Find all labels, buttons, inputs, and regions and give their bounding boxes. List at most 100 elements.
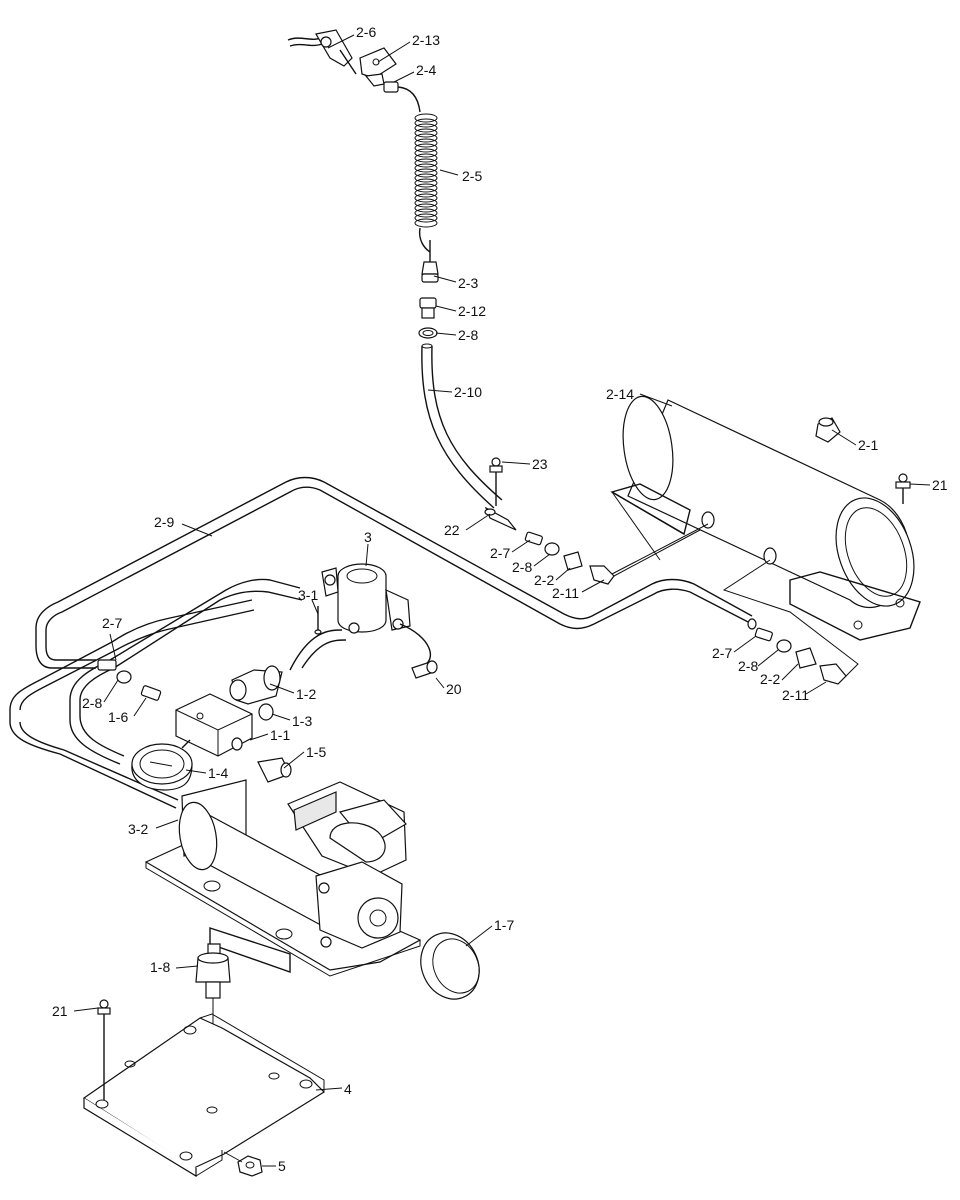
fitting-upper-2-7: [524, 531, 543, 546]
label-23: 23: [532, 456, 548, 472]
adapter-lower-2-2: [795, 647, 817, 669]
coil-loop: [414, 208, 438, 218]
tank-bolt-right: [895, 473, 911, 504]
coil-loop: [414, 143, 438, 153]
leader-lines: [73, 34, 931, 1167]
nipple-1-6: [140, 685, 162, 701]
label-2-9: 2-9: [154, 514, 174, 530]
label-2-5: 2-5: [462, 168, 482, 184]
compressor-head: [287, 781, 407, 949]
adapter-upper-2-2: [563, 551, 583, 571]
label-20: 20: [446, 681, 462, 697]
hose-fitting-top: [383, 81, 421, 113]
check-valve-1-5: [257, 757, 292, 783]
label-2-4: 2-4: [416, 62, 436, 78]
air-filter: [420, 932, 480, 1000]
manifold-block: [175, 693, 253, 757]
clamp-left-2-8: [116, 670, 132, 684]
coil-loop: [414, 138, 438, 148]
label-2-6: 2-6: [356, 24, 376, 40]
label-1-8: 1-8: [150, 959, 170, 975]
coil-loop: [414, 133, 438, 143]
air-chuck: [287, 29, 357, 75]
label-2-8-left: 2-8: [82, 695, 102, 711]
label-2-8-upper: 2-8: [512, 559, 532, 575]
label-2-2-upper: 2-2: [534, 572, 554, 588]
coil-loop: [414, 123, 438, 133]
label-2-11-lower: 2-11: [782, 687, 809, 703]
label-2-12: 2-12: [458, 303, 486, 319]
elbow-upper-2-11: [589, 565, 615, 585]
tank-drain-plug: [815, 417, 841, 443]
label-1-2: 1-2: [296, 686, 316, 702]
straight-hose: [421, 343, 503, 509]
coil-loop: [414, 183, 438, 193]
label-4: 4: [344, 1081, 352, 1097]
label-2-14: 2-14: [606, 386, 634, 402]
label-2-11-upper: 2-11: [552, 585, 579, 601]
air-tank: [610, 395, 921, 641]
label-3-2: 3-2: [128, 821, 148, 837]
coil-loop: [414, 178, 438, 188]
coil-loop: [414, 113, 438, 123]
label-1-1: 1-1: [270, 727, 290, 743]
coil-loop: [414, 193, 438, 203]
bracket-bolt: [97, 999, 111, 1100]
label-5: 5: [278, 1158, 286, 1174]
coil-loop: [414, 213, 438, 223]
label-1-3: 1-3: [292, 713, 312, 729]
label-2-7-left: 2-7: [102, 615, 122, 631]
hose-clamp-top: [418, 327, 438, 339]
coil-loop: [414, 203, 438, 213]
label-2-8-top: 2-8: [458, 327, 478, 343]
coil-loop: [414, 188, 438, 198]
relay-solenoid: [289, 563, 432, 671]
fitting-1-3: [258, 703, 274, 721]
part-labels: 2-6 2-13 2-4 2-5 2-3 2-12 2-8 2-10 2-14 …: [52, 24, 948, 1174]
pressure-gauge: [131, 739, 193, 791]
label-2-2-lower: 2-2: [760, 671, 780, 687]
label-22: 22: [444, 522, 460, 538]
clamp-upper-2-8: [544, 542, 560, 556]
label-2-10: 2-10: [454, 384, 482, 400]
label-2-7-upper: 2-7: [490, 545, 510, 561]
elbow-lower-2-11: [819, 663, 847, 685]
coil-loop: [414, 163, 438, 173]
label-1-7: 1-7: [494, 917, 514, 933]
coiled-hose: [414, 113, 438, 228]
label-2-13: 2-13: [412, 32, 440, 48]
label-3-1: 3-1: [298, 587, 318, 603]
coil-loop: [414, 168, 438, 178]
coil-loop: [414, 158, 438, 168]
label-21-tank: 21: [932, 477, 948, 493]
coil-loop: [414, 153, 438, 163]
long-air-hose: [35, 476, 753, 669]
coil-loop: [414, 173, 438, 183]
label-2-7-lower: 2-7: [712, 645, 732, 661]
bolt-23: [489, 457, 503, 506]
hose-end-lower: [747, 618, 757, 630]
label-2-1: 2-1: [858, 437, 878, 453]
label-3: 3: [364, 529, 372, 545]
label-2-3: 2-3: [458, 275, 478, 291]
coil-loop: [414, 128, 438, 138]
relay-wire-3-1: [314, 606, 322, 635]
label-21-bracket: 21: [52, 1003, 68, 1019]
label-1-4: 1-4: [208, 765, 228, 781]
coil-loop: [414, 148, 438, 158]
fitting-lower-2-7: [754, 627, 773, 642]
relay-screw: [411, 660, 438, 679]
coupler-plug: [419, 297, 437, 319]
coil-loop: [414, 218, 438, 228]
clamp-lower-2-8: [776, 639, 792, 653]
quick-coupler: [421, 261, 439, 283]
mounting-bracket: [82, 1013, 325, 1178]
coil-loop: [414, 198, 438, 208]
pressure-switch: [229, 665, 283, 705]
hose-end-22: [484, 506, 517, 531]
hex-nut: [223, 1151, 263, 1177]
label-2-8-lower: 2-8: [738, 658, 758, 674]
label-1-5: 1-5: [306, 744, 326, 760]
coil-loop: [414, 118, 438, 128]
